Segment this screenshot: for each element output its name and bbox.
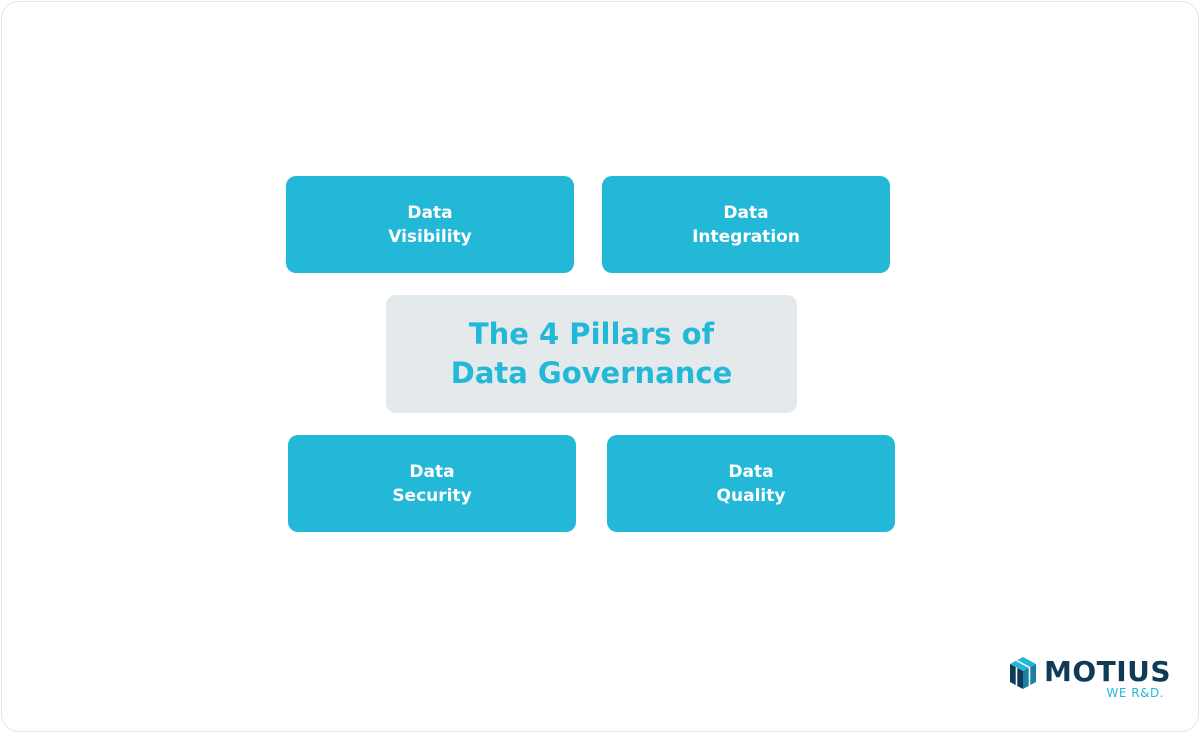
pillar-label-line1: Data (728, 461, 774, 482)
center-title-line1: The 4 Pillars of (468, 317, 715, 351)
logo-wordmark: MOTIUS (1044, 655, 1172, 688)
motius-cube-icon (1010, 657, 1036, 689)
logo-tagline: WE R&D. (1106, 686, 1164, 700)
pillar-label-line2: Integration (692, 226, 800, 247)
pillar-data-quality: Data Quality (607, 435, 895, 532)
pillar-label-line2: Quality (716, 485, 786, 506)
pillar-data-integration: Data Integration (602, 176, 890, 273)
pillar-label-line1: Data (409, 461, 455, 482)
motius-logo: MOTIUS WE R&D. (1008, 654, 1172, 704)
center-title-line2: Data Governance (450, 356, 733, 390)
pillar-data-security: Data Security (288, 435, 576, 532)
pillar-label-line1: Data (407, 202, 453, 223)
center-title-box: The 4 Pillars of Data Governance (386, 295, 797, 413)
pillar-label-line2: Security (392, 485, 472, 506)
pillar-label-line2: Visibility (388, 226, 472, 247)
pillar-label-line1: Data (723, 202, 769, 223)
pillar-data-visibility: Data Visibility (286, 176, 574, 273)
